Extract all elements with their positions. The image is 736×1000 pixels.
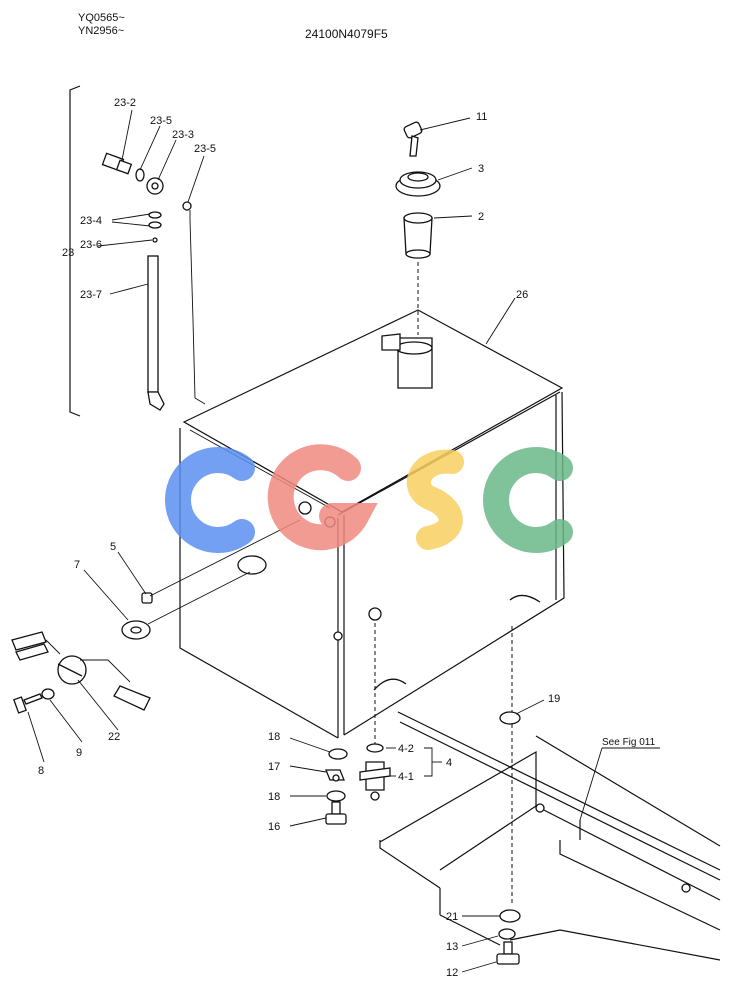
label-23-7: 23-7 [80, 289, 102, 301]
part-4-2-washer [366, 743, 384, 753]
part-23-5-oring-b [182, 201, 192, 211]
part-2-filler-neck [403, 212, 433, 259]
label-16: 16 [268, 821, 280, 833]
label-12: 12 [446, 967, 458, 979]
label-4: 4 [446, 757, 452, 769]
drain-hole [368, 607, 382, 621]
label-2: 2 [478, 211, 484, 223]
label-23-5: 23-5 [150, 115, 172, 127]
serial-range-1: YQ0565~ [78, 12, 125, 24]
part-9-washer [41, 688, 55, 700]
label-22: 22 [108, 731, 120, 743]
part-23-4-ring-b [148, 221, 162, 229]
label-13: 13 [446, 941, 458, 953]
machine-frame-outline [379, 711, 721, 961]
part-12-bolt [496, 941, 520, 965]
part-23-7-suction-pipe [147, 255, 165, 411]
part-7-gasket [121, 620, 151, 640]
label-23-3: 23-3 [172, 129, 194, 141]
label-9: 9 [76, 747, 82, 759]
part-17-clamp [325, 769, 345, 782]
part-8-bolt [13, 693, 43, 714]
part-4-1-drain-cock [359, 761, 391, 801]
part-23-2-fitting [101, 152, 133, 175]
label-11: 11 [476, 111, 487, 123]
leader-lines [27, 109, 660, 973]
part-13-washer [498, 928, 516, 940]
part-18-washer-b [326, 790, 346, 802]
label-23: 23 [62, 247, 74, 259]
label-23-2: 23-2 [114, 97, 136, 109]
part-23-5-oring-a [135, 168, 145, 182]
part-18-washer-a [328, 748, 348, 760]
serial-range-2: YN2956~ [78, 25, 125, 37]
label-7: 7 [74, 559, 80, 571]
label-18a: 18 [268, 731, 280, 743]
part-23-6-ring [152, 237, 158, 243]
part-23-3-nut [146, 177, 164, 195]
label-21: 21 [446, 911, 458, 923]
label-3: 3 [478, 163, 484, 175]
label-18b: 18 [268, 791, 280, 803]
label-23-5b: 23-5 [194, 143, 216, 155]
part-23-4-ring-a [148, 211, 162, 219]
part-19-mount-rubber [499, 711, 521, 725]
label-8: 8 [38, 765, 44, 777]
label-4-1: 4-1 [398, 771, 414, 783]
part-22-fuel-level-sensor [11, 631, 151, 711]
part-3-fuel-cap [395, 171, 441, 197]
label-5: 5 [110, 541, 116, 553]
label-26: 26 [516, 289, 528, 301]
part-5-plug [141, 592, 153, 604]
label-23-6: 23-6 [80, 239, 102, 251]
label-4-2: 4-2 [398, 743, 414, 755]
part-26-fuel-tank [179, 309, 565, 739]
label-23-4: 23-4 [80, 215, 102, 227]
drawing-number: 24100N4079F5 [305, 27, 388, 41]
part-11-key [403, 121, 423, 157]
part-21-mount-rubber [499, 909, 521, 923]
part-16-bolt [325, 801, 347, 825]
group-23-bracket [69, 85, 81, 417]
label-see-fig: See Fig 011 [602, 737, 656, 748]
label-19: 19 [548, 693, 560, 705]
label-17: 17 [268, 761, 280, 773]
